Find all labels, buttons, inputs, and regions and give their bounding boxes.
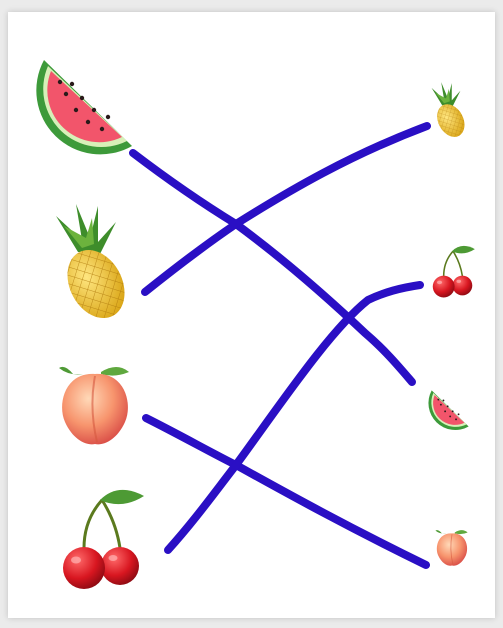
matching-board: [8, 12, 495, 618]
cherries-icon[interactable]: [433, 246, 475, 298]
cherries-icon[interactable]: [63, 490, 144, 589]
peach-icon[interactable]: [435, 530, 467, 566]
pineapple-icon[interactable]: [432, 82, 470, 142]
watermelon-icon[interactable]: [428, 390, 468, 430]
match-line-peach: [146, 418, 426, 565]
worksheet-card: [8, 12, 495, 618]
watermelon-icon[interactable]: [36, 60, 132, 154]
match-line-cherries: [168, 285, 420, 550]
peach-icon[interactable]: [59, 367, 129, 445]
pineapple-icon[interactable]: [56, 204, 136, 328]
